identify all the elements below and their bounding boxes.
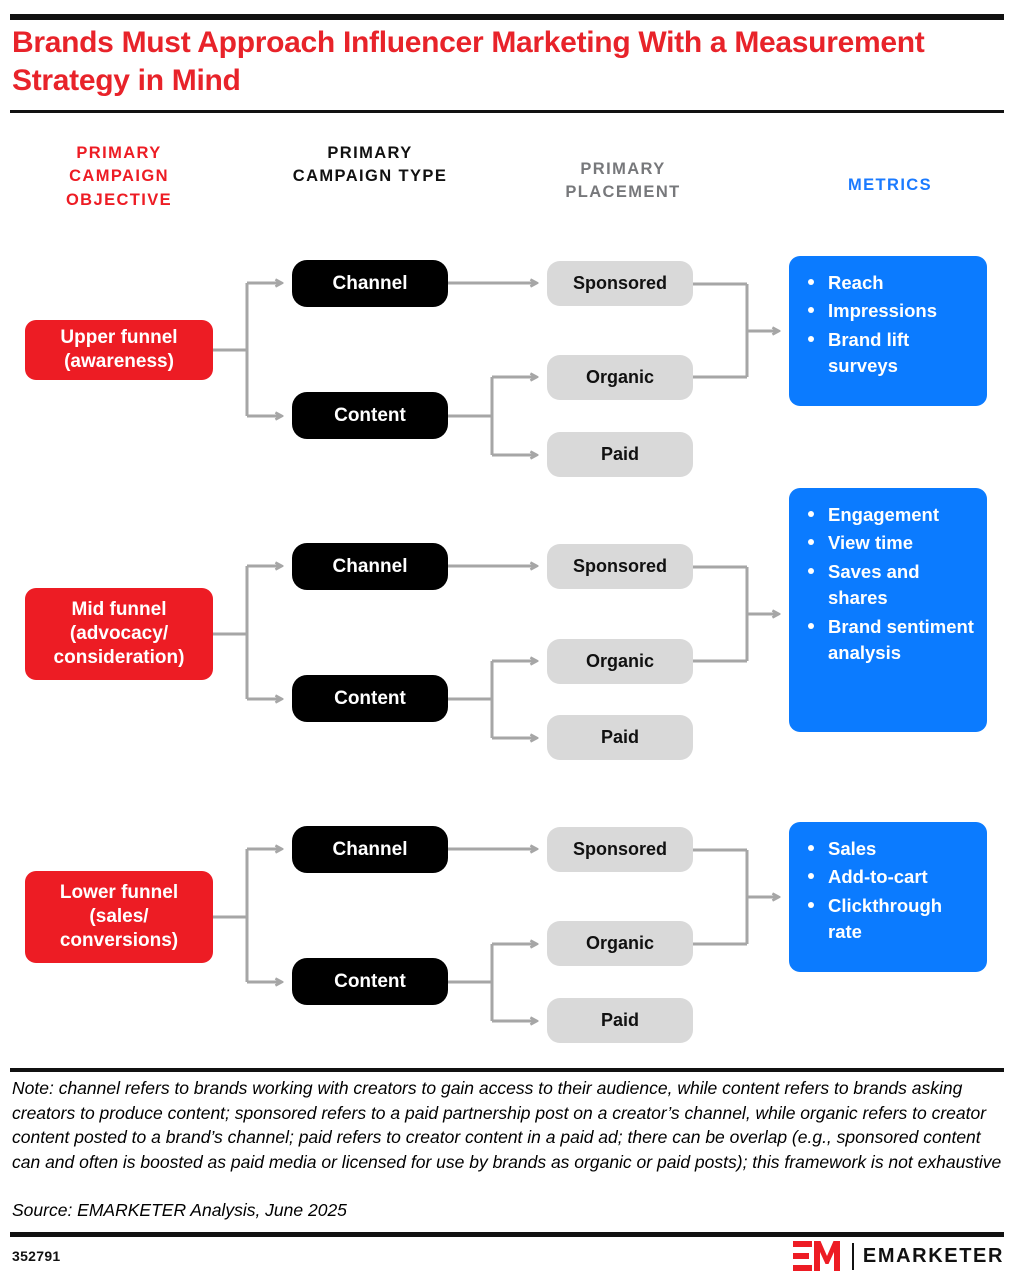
brand-name: EMARKETER [862, 1244, 1004, 1267]
objective-box-lower-funnel[interactable]: Lower funnel (sales/ conversions) [25, 871, 213, 963]
type-box-channel-row2[interactable]: Channel [292, 543, 448, 590]
page-title: Brands Must Approach Influencer Marketin… [12, 26, 925, 98]
type-box-channel-row3[interactable]: Channel [292, 826, 448, 873]
type-box-content-row2[interactable]: Content [292, 675, 448, 722]
objective-box-mid-funnel[interactable]: Mid funnel (advocacy/ consideration) [25, 588, 213, 680]
placement-box-sponsored-row3[interactable]: Sponsored [547, 827, 693, 872]
source-text: Source: EMARKETER Analysis, June 2025 [12, 1200, 347, 1220]
type-box-channel-row1[interactable]: Channel [292, 260, 448, 307]
figure-number: 352791 [12, 1248, 61, 1264]
metric-item: View time [803, 530, 977, 556]
placement-box-sponsored-row1[interactable]: Sponsored [547, 261, 693, 306]
type-box-content-row3[interactable]: Content [292, 958, 448, 1005]
metric-item: Brand lift surveys [803, 327, 977, 380]
placement-box-paid-row3[interactable]: Paid [547, 998, 693, 1043]
metric-item: Brand sentiment analysis [803, 614, 977, 667]
type-box-content-row1[interactable]: Content [292, 392, 448, 439]
column-header-campaign-type: PRIMARY CAMPAIGN TYPE [292, 144, 448, 186]
note-rule [10, 1068, 1004, 1072]
em-monogram-icon [792, 1241, 840, 1271]
metric-item: Reach [803, 270, 977, 296]
metric-item: Engagement [803, 502, 977, 528]
top-rule [10, 14, 1004, 20]
placement-box-organic-row2[interactable]: Organic [547, 639, 693, 684]
metric-item: Sales [803, 836, 977, 862]
metric-item: Add-to-cart [803, 864, 977, 890]
column-header-placement: PRIMARY PLACEMENT [565, 160, 681, 202]
metrics-box-row2[interactable]: Engagement View time Saves and shares Br… [789, 488, 987, 732]
objective-box-upper-funnel[interactable]: Upper funnel (awareness) [25, 320, 213, 380]
metrics-box-row1[interactable]: Reach Impressions Brand lift surveys [789, 256, 987, 406]
column-header-metrics: METRICS [847, 176, 933, 194]
placement-box-paid-row2[interactable]: Paid [547, 715, 693, 760]
metrics-box-row3[interactable]: Sales Add-to-cart Clickthrough rate [789, 822, 987, 972]
metric-item: Clickthrough rate [803, 893, 977, 946]
emarketer-logo: EMARKETER [792, 1241, 1004, 1271]
column-header-objective: PRIMARY CAMPAIGN OBJECTIVE [65, 144, 173, 209]
placement-box-sponsored-row2[interactable]: Sponsored [547, 544, 693, 589]
placement-box-organic-row1[interactable]: Organic [547, 355, 693, 400]
note-text: Note: channel refers to brands working w… [12, 1078, 1002, 1173]
metric-item: Saves and shares [803, 559, 977, 612]
placement-box-paid-row1[interactable]: Paid [547, 432, 693, 477]
title-rule [10, 110, 1004, 113]
footer-rule [10, 1232, 1004, 1237]
logo-divider [851, 1242, 854, 1270]
placement-box-organic-row3[interactable]: Organic [547, 921, 693, 966]
metric-item: Impressions [803, 298, 977, 324]
